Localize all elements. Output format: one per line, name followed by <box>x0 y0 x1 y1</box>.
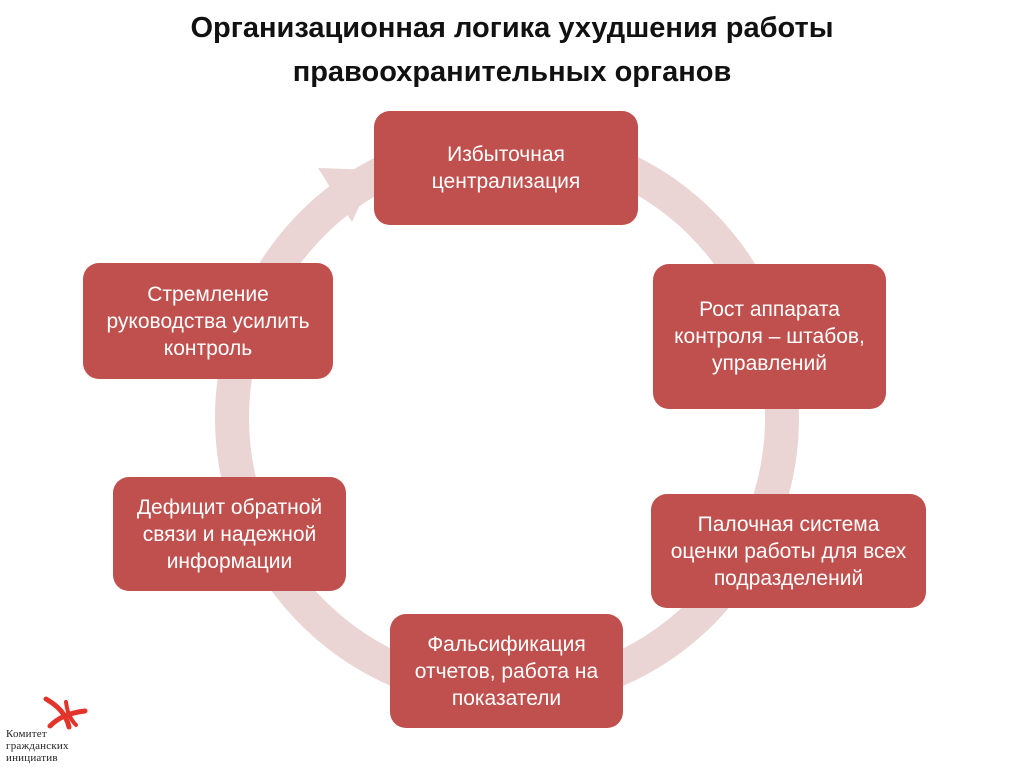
cycle-node-centralization: Избыточная централизация <box>374 111 638 225</box>
cycle-node-centralization-label: Избыточная централизация <box>431 143 581 193</box>
cycle-node-control-apparatus: Рост аппарата контроля – штабов, управле… <box>653 264 886 409</box>
slide-title-line-2: правоохранительных органов <box>292 56 732 88</box>
cycle-node-feedback-deficit: Дефицит обратной связи и надежной информ… <box>113 477 346 591</box>
cycle-ring-track <box>215 126 799 710</box>
cycle-node-control-apparatus-label: Рост аппарата контроля – штабов, управле… <box>674 298 865 375</box>
cycle-node-control-desire: Стремление руководства усилить контроль <box>83 263 333 379</box>
cycle-node-control-desire-label: Стремление руководства усилить контроль <box>106 282 310 360</box>
committee-logo-icon <box>43 696 88 730</box>
cycle-arrowhead <box>318 168 376 222</box>
committee-logo: Комитет гражданских инициатив <box>6 696 116 766</box>
slide-title: Организационная логика ухудшения работы … <box>0 6 1024 94</box>
committee-logo-text: Комитет гражданских инициатив <box>6 728 69 764</box>
committee-logo-line-1: Комитет <box>6 728 47 740</box>
committee-logo-line-3: инициатив <box>6 752 58 764</box>
cycle-node-falsification-label: Фальсификация отчетов, работа на показат… <box>414 632 599 710</box>
cycle-node-falsification: Фальсификация отчетов, работа на показат… <box>390 614 623 728</box>
cycle-node-stick-system: Палочная система оценки работы для всех … <box>651 494 926 608</box>
cycle-node-stick-system-label: Палочная система оценки работы для всех … <box>670 512 907 590</box>
committee-logo-line-2: гражданских <box>6 740 69 752</box>
cycle-node-feedback-deficit-label: Дефицит обратной связи и надежной информ… <box>136 495 323 573</box>
slide-title-line-1: Организационная логика ухудшения работы <box>190 12 834 44</box>
